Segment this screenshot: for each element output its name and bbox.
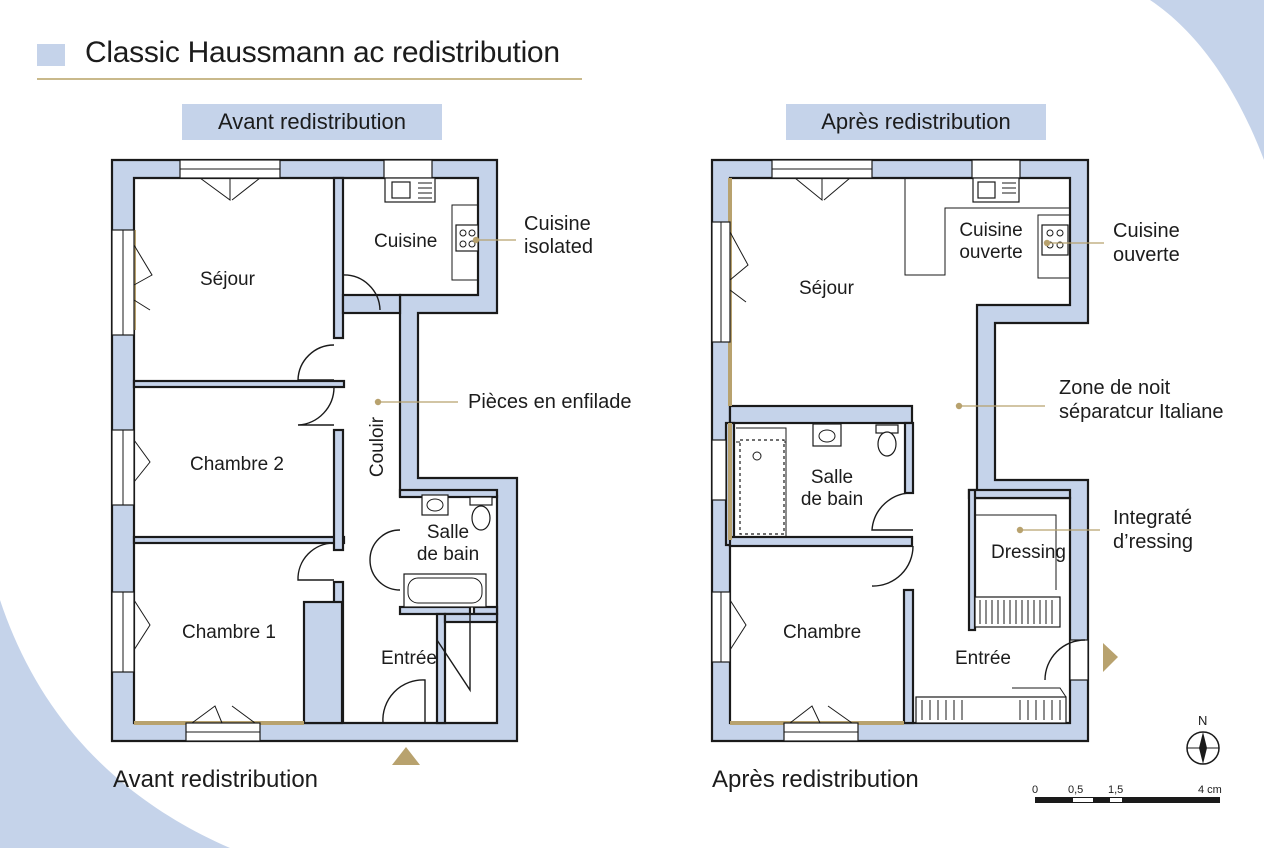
after-header: Après redistribution: [786, 104, 1046, 140]
before-plan: [110, 158, 519, 743]
room-chambre1: Chambre 1: [182, 622, 276, 643]
title-underline: [37, 78, 582, 80]
annot-cuisine-before-l1: Cuisine: [524, 213, 591, 235]
before-entry-arrow: [392, 747, 420, 765]
room-sdb-before-l2: de bain: [416, 544, 480, 565]
after-plan: [710, 158, 1090, 743]
title-marker: [37, 44, 65, 66]
room-sdb-after-l1: Salle: [810, 467, 854, 488]
room-entree-before: Entrée: [381, 648, 437, 669]
annot-enfilade: Pièces en enfilade: [468, 391, 632, 413]
wall-ch2-couloir: [332, 428, 345, 552]
wall-dressing-left: [967, 488, 977, 632]
room-cuisine-after-l1: Cuisine: [959, 220, 1023, 241]
before-caption: Avant redistribution: [113, 766, 319, 793]
annot-cuisine-after-l2: ouverte: [1113, 244, 1180, 266]
page-title: Classic Haussmann ac redistribution: [85, 36, 560, 69]
room-dressing: Dressing: [991, 542, 1066, 563]
wall-chambre-entree: [902, 588, 915, 725]
room-sdb-after-l2: de bain: [800, 489, 864, 510]
scale-tick-1: 0,5: [1068, 784, 1084, 796]
room-couloir: Couloir: [367, 416, 389, 478]
after-entry-arrow: [1103, 643, 1118, 672]
compass-icon: [1186, 731, 1220, 765]
room-chambre-after: Chambre: [783, 622, 862, 643]
wall-dressing-top: [967, 488, 1072, 500]
annot-cuisine-before-l2: isolated: [524, 236, 593, 258]
room-cuisine-after-l2: ouverte: [959, 242, 1023, 263]
room-cuisine-before: Cuisine: [374, 231, 438, 252]
scale-tick-0: 0: [1032, 784, 1039, 796]
scale-tick-3: 4 cm: [1198, 784, 1222, 796]
room-entree-after: Entrée: [955, 648, 1011, 669]
wall-sejour-ch2: [132, 379, 346, 389]
annot-zone-l1: Zone de noit: [1059, 377, 1171, 399]
room-sdb-before-l1: Salle: [426, 522, 470, 543]
annot-dressing-l2: d’ressing: [1113, 531, 1194, 553]
compass-north-label: N: [1198, 713, 1208, 728]
wall-cuisine-bottom: [341, 293, 402, 315]
annot-zone-l2: séparatcur Italiane: [1059, 401, 1224, 423]
wall-sdb-chambre: [728, 535, 914, 548]
wall-ch2-ch1: [132, 535, 346, 545]
annot-dressing-l1: Integraté: [1113, 507, 1192, 529]
wall-sejour-couloir-top: [332, 176, 345, 340]
scale-bar: [1035, 797, 1220, 803]
annot-cuisine-after-l1: Cuisine: [1113, 220, 1180, 242]
room-sejour-after: Séjour: [799, 278, 854, 299]
closet-block: [302, 600, 344, 725]
scale-tick-2: 1,5: [1108, 784, 1124, 796]
before-header: Avant redistribution: [182, 104, 442, 140]
wall-entree-closet: [435, 612, 447, 725]
wall-closet-top: [443, 612, 499, 624]
room-sejour-before: Séjour: [200, 269, 255, 290]
room-chambre2: Chambre 2: [190, 454, 284, 475]
wall-sdb-right: [903, 421, 915, 495]
after-caption: Après redistribution: [712, 766, 919, 793]
wall-sejour-sdb: [728, 404, 914, 425]
